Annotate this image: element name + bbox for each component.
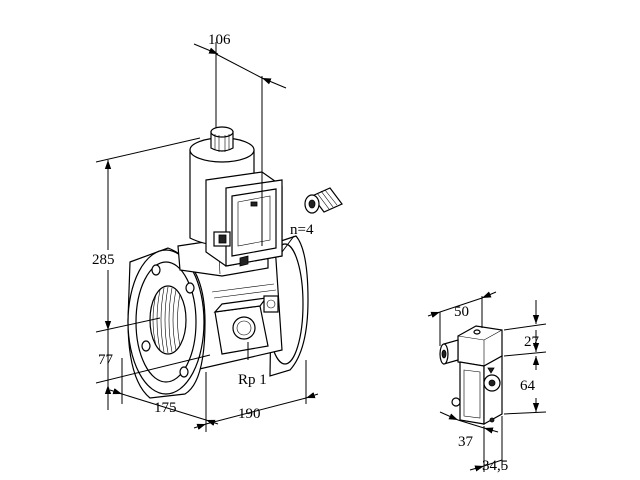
dim-34-5: 34,5 bbox=[482, 458, 508, 474]
solenoid-actuator bbox=[189, 126, 283, 267]
port-thread-size: Rp 1 bbox=[238, 372, 267, 388]
pressure-switch-module bbox=[439, 325, 503, 426]
dimension-lines-main bbox=[95, 42, 319, 432]
flange-hole-count: n=4 bbox=[290, 222, 314, 238]
dim-27: 27 bbox=[524, 334, 540, 350]
dim-64: 64 bbox=[520, 378, 536, 394]
dim-77: 77 bbox=[98, 352, 114, 368]
dim-37: 37 bbox=[458, 434, 474, 450]
dim-175: 175 bbox=[154, 400, 177, 416]
dimension-lines-module bbox=[427, 291, 547, 472]
cable-gland bbox=[304, 187, 343, 214]
dim-106: 106 bbox=[208, 32, 231, 48]
dim-190: 190 bbox=[238, 406, 261, 422]
dim-285: 285 bbox=[92, 252, 115, 268]
dim-50: 50 bbox=[454, 304, 469, 320]
